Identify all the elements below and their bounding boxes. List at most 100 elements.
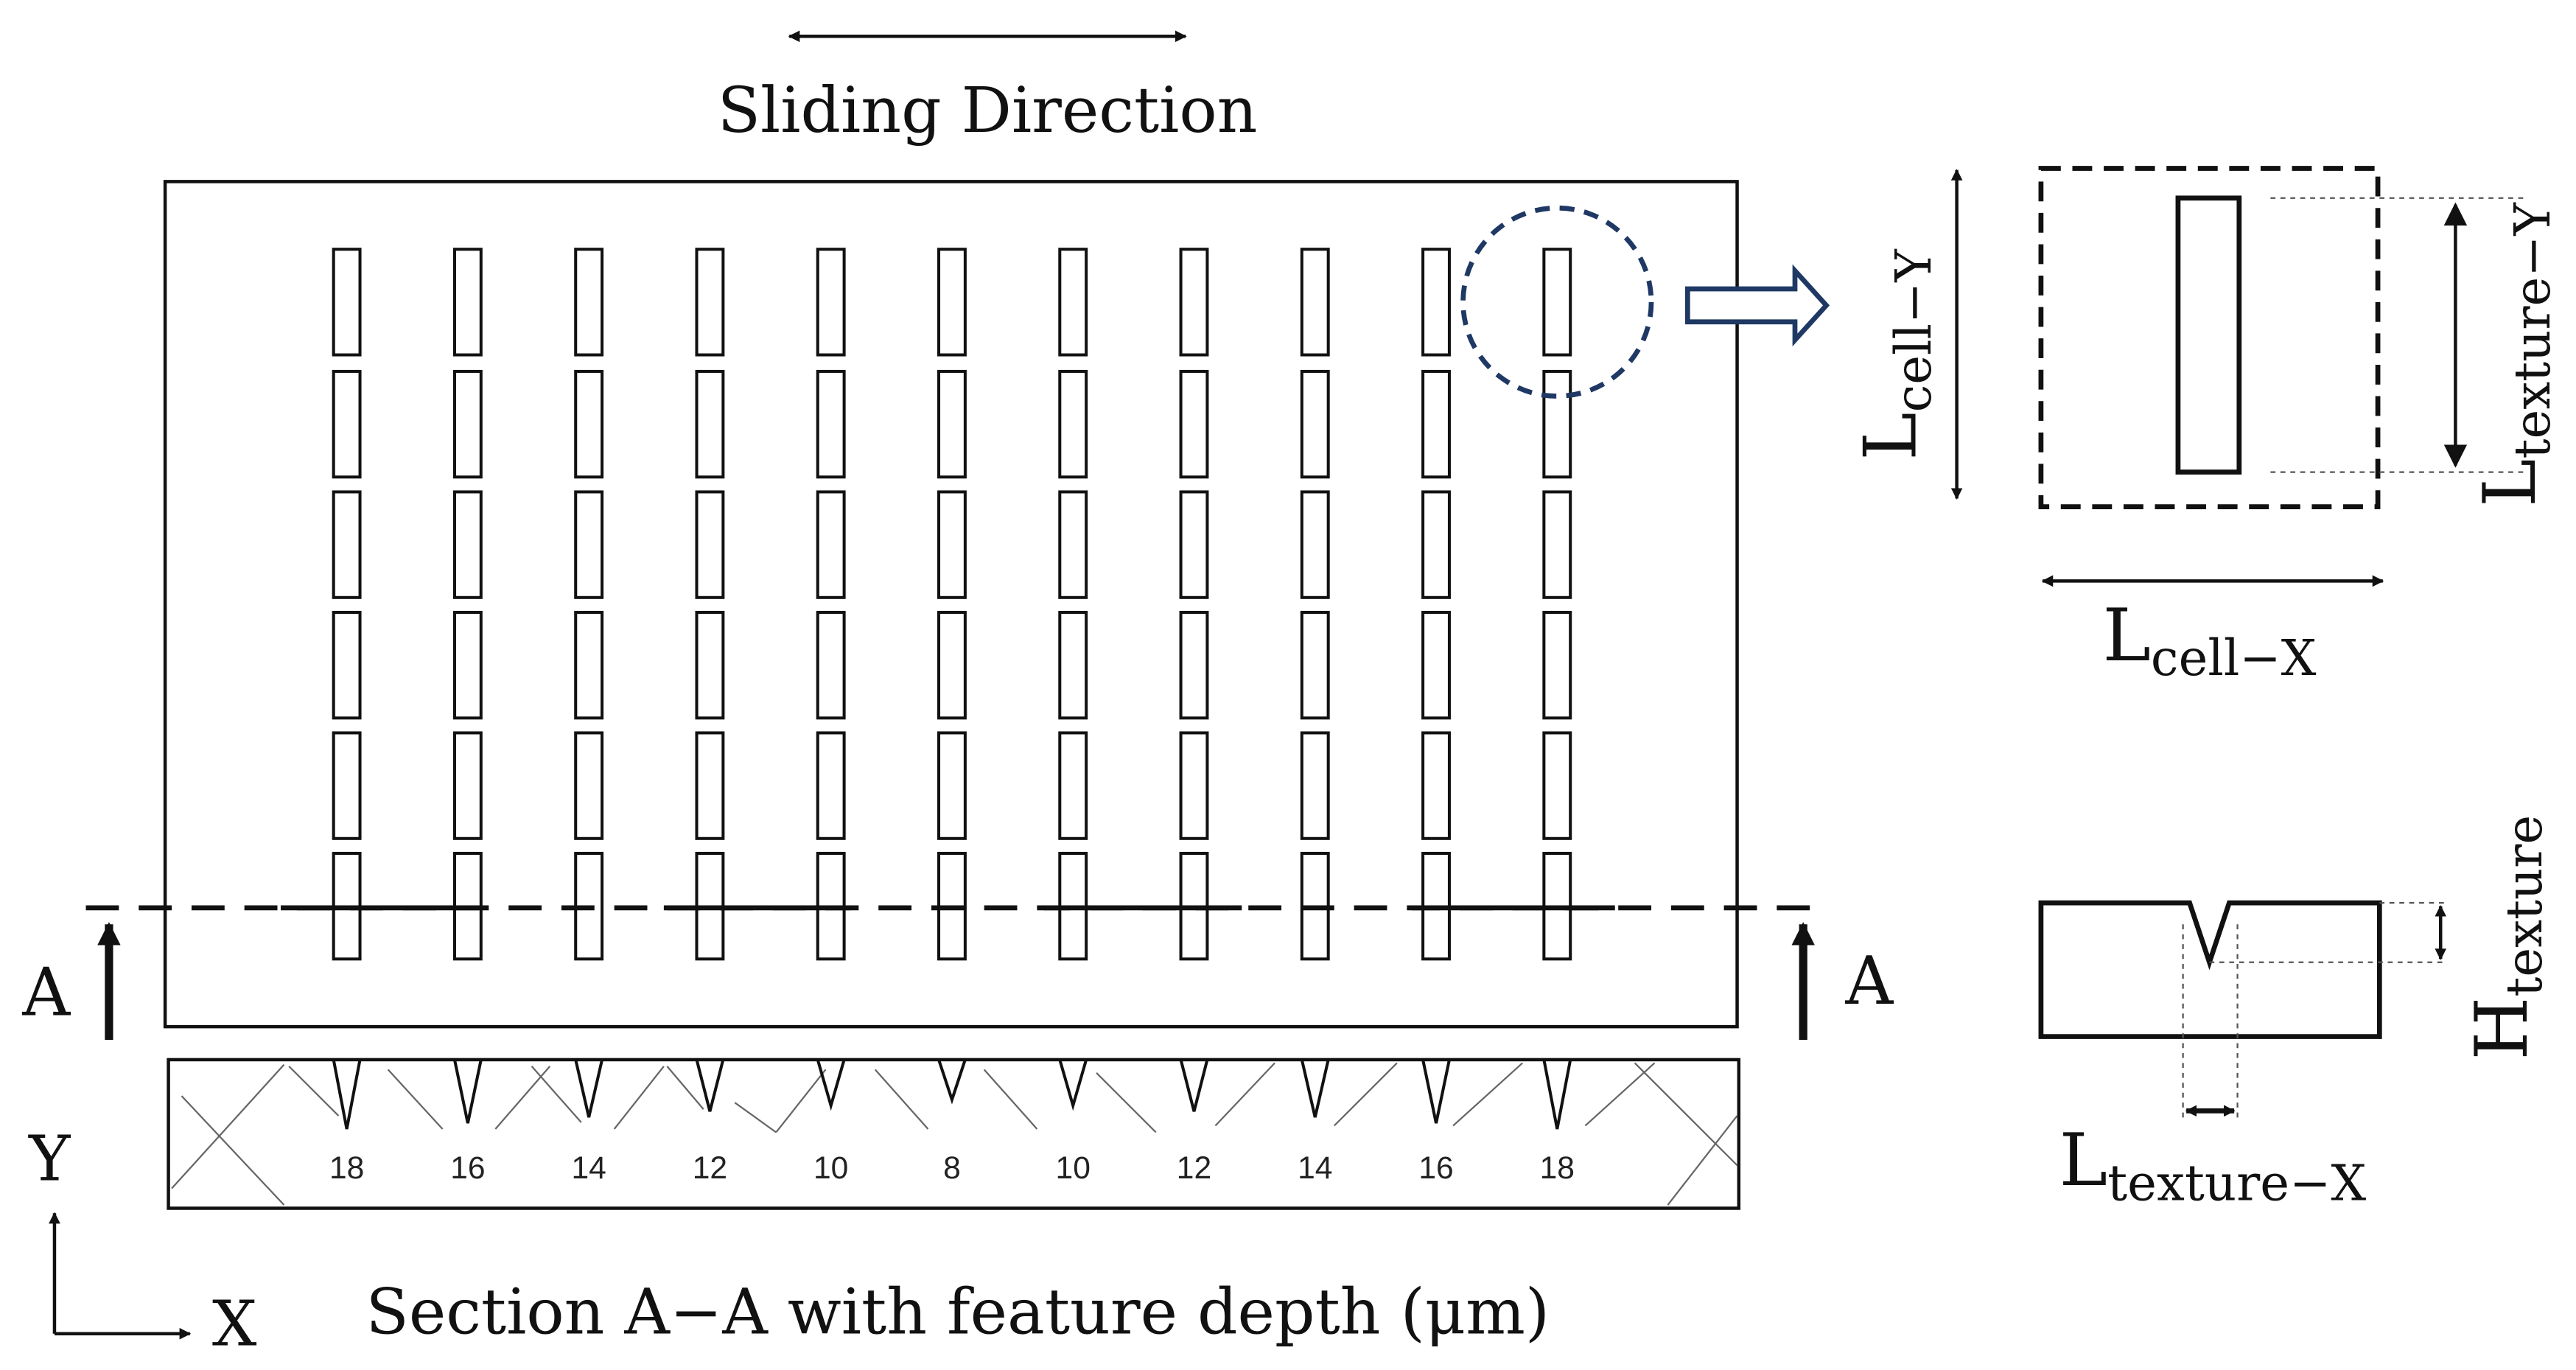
- texture-rect: [1179, 369, 1209, 479]
- section-caption: Section A−A with feature depth (μm): [365, 1276, 1550, 1349]
- cell-detail: Lcell−Y Ltexture−Y Lcell−X: [1849, 166, 2561, 687]
- texture-grid: [332, 248, 1572, 961]
- section-groove: [1421, 1059, 1451, 1124]
- l-texture-x-label: Ltexture−X: [2059, 1119, 2367, 1212]
- texture-rect: [937, 248, 967, 357]
- texture-rect: [1058, 369, 1088, 479]
- texture-rect: [816, 610, 846, 720]
- texture-rect: [1421, 369, 1451, 479]
- section-groove: [1300, 1059, 1330, 1118]
- section-groove: [695, 1059, 725, 1112]
- texture-rect: [332, 490, 362, 599]
- texture-rect: [1542, 610, 1572, 720]
- texture-rect: [332, 369, 362, 479]
- texture-rect: [1300, 731, 1330, 840]
- texture-rect: [816, 248, 846, 357]
- texture-rect: [1300, 610, 1330, 720]
- texture-rect: [452, 490, 483, 599]
- texture-rect: [695, 490, 725, 599]
- texture-rect: [1542, 490, 1572, 599]
- texture-rect: [1058, 248, 1088, 357]
- texture-rect: [1300, 490, 1330, 599]
- texture-rect: [1179, 490, 1209, 599]
- section-groove: [1542, 1059, 1572, 1130]
- texture-rect: [816, 731, 846, 840]
- texture-rect: [452, 369, 483, 479]
- y-axis-label: Y: [28, 1122, 71, 1195]
- texture-rect: [1542, 248, 1572, 357]
- texture-rect: [1058, 731, 1088, 840]
- texture-rect: [332, 248, 362, 357]
- texture-rect: [332, 731, 362, 840]
- section-grooves: 18 16 14 12 10 8 10 12 14 16 18: [329, 1059, 1575, 1186]
- texture-rect: [452, 731, 483, 840]
- texture-rect: [1058, 610, 1088, 720]
- depth-label: 16: [450, 1150, 485, 1186]
- texture-rect: [574, 369, 604, 479]
- l-texture-y-label: Ltexture−Y: [2468, 202, 2561, 507]
- depth-label: 18: [1540, 1150, 1575, 1186]
- h-texture-label: Htexture: [2460, 815, 2553, 1060]
- l-cell-y-label: Lcell−Y: [1849, 249, 1942, 461]
- section-groove: [574, 1059, 604, 1118]
- texture-rect: [1179, 731, 1209, 840]
- section-marker-left: A: [21, 922, 121, 1041]
- texture-rect: [1421, 248, 1451, 357]
- specimen-plate: [163, 180, 1739, 1029]
- texture-rect: [695, 610, 725, 720]
- texture-rect: [1542, 731, 1572, 840]
- section-groove: [452, 1059, 483, 1124]
- x-axis-label: X: [212, 1287, 257, 1360]
- depth-label: 12: [1177, 1150, 1211, 1186]
- depth-label: 14: [1298, 1150, 1332, 1186]
- section-marker-right: A: [1791, 922, 1894, 1041]
- texture-rect: [695, 248, 725, 357]
- texture-rect: [452, 248, 483, 357]
- sliding-direction-label: Sliding Direction: [718, 74, 1258, 147]
- section-groove: [1179, 1059, 1209, 1112]
- cross-section-hatching: [171, 1062, 1738, 1206]
- texture-rect: [574, 490, 604, 599]
- section-groove: [332, 1059, 362, 1130]
- texture-feature: [2175, 195, 2242, 475]
- depth-label: 16: [1418, 1150, 1453, 1186]
- texture-rect: [1300, 369, 1330, 479]
- unit-cell-boundary: [2038, 166, 2381, 509]
- texture-rect: [1542, 369, 1572, 479]
- sliding-direction-group: Sliding Direction: [718, 30, 1258, 147]
- section-label-left: A: [21, 954, 71, 1031]
- depth-label: 10: [813, 1150, 848, 1186]
- texture-rect: [1300, 248, 1330, 357]
- texture-rect: [452, 610, 483, 720]
- texture-rect: [695, 731, 725, 840]
- depth-label: 8: [943, 1150, 961, 1186]
- l-cell-x-label: Lcell−X: [2102, 594, 2316, 687]
- zoom-circle: [1460, 205, 1654, 399]
- texture-rect: [695, 369, 725, 479]
- depth-label: 18: [329, 1150, 364, 1186]
- texture-rect: [1058, 490, 1088, 599]
- texture-rect: [574, 248, 604, 357]
- section-label-right: A: [1844, 943, 1894, 1020]
- texture-rect: [1179, 248, 1209, 357]
- texture-rect: [1421, 731, 1451, 840]
- depth-label: 12: [693, 1150, 727, 1186]
- texture-rect: [574, 610, 604, 720]
- section-detail: Htexture Ltexture−X: [2038, 815, 2553, 1212]
- section-profile: [2038, 900, 2382, 1039]
- depth-label: 10: [1056, 1150, 1091, 1186]
- texture-rect: [937, 731, 967, 840]
- axes-indicator: Y X: [28, 1122, 257, 1360]
- section-groove: [937, 1059, 967, 1105]
- texture-rect: [816, 369, 846, 479]
- zoom-arrow: [1684, 264, 1830, 347]
- depth-label: 14: [571, 1150, 606, 1186]
- texture-rect: [1179, 610, 1209, 720]
- texture-rect: [1421, 610, 1451, 720]
- texture-rect: [937, 610, 967, 720]
- section-groove: [1058, 1059, 1088, 1111]
- cross-section-strip: [167, 1058, 1741, 1210]
- section-groove: [816, 1059, 846, 1111]
- texture-rect: [937, 369, 967, 479]
